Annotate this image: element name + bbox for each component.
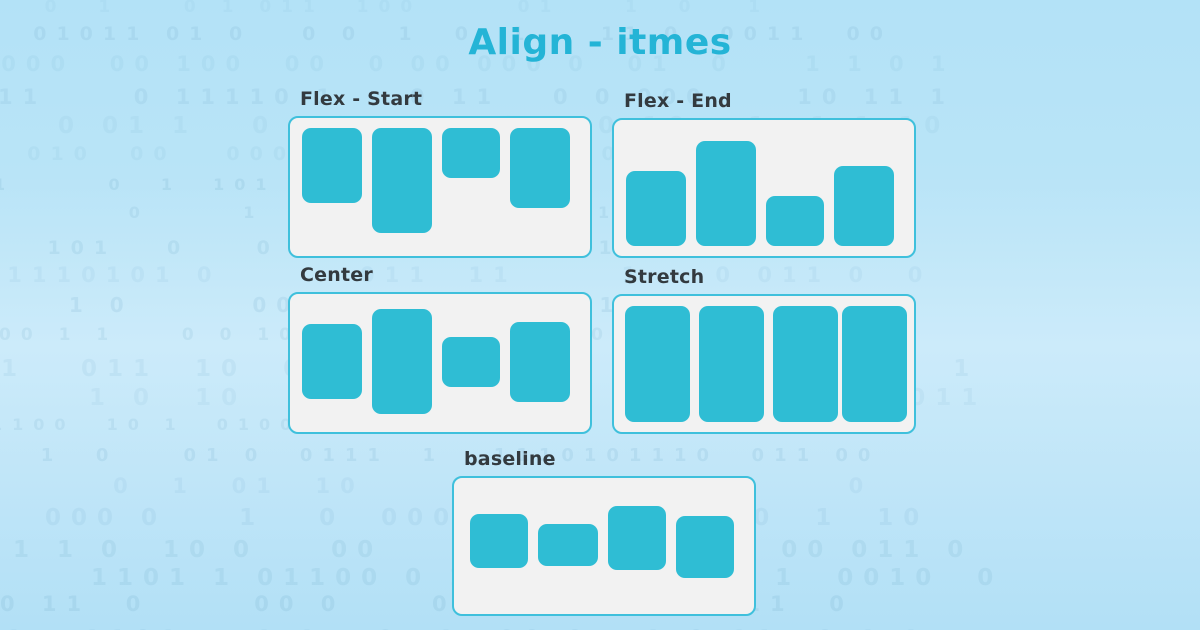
flex-item (302, 324, 362, 399)
panel-flex-end: Flex - End (612, 90, 916, 258)
flex-item (470, 514, 528, 568)
panel-center: Center (288, 264, 592, 434)
flex-item (676, 516, 734, 578)
page-title: Align - itmes (468, 22, 732, 63)
flex-item (842, 306, 907, 422)
flex-item (302, 128, 362, 203)
flex-item (699, 306, 764, 422)
panel-stretch: Stretch (612, 266, 916, 434)
panel-label-center: Center (300, 264, 373, 286)
panel-box-baseline (452, 476, 756, 616)
flex-item (626, 171, 686, 246)
panel-box-center (288, 292, 592, 434)
flex-item (538, 524, 598, 566)
panel-box-flex-start (288, 116, 592, 258)
flex-item (773, 306, 838, 422)
panel-label-flex-end: Flex - End (624, 90, 732, 112)
panel-label-flex-start: Flex - Start (300, 88, 423, 110)
flex-item (510, 322, 570, 402)
panel-flex-start: Flex - Start (288, 88, 592, 258)
flex-item (834, 166, 894, 246)
panel-label-baseline: baseline (464, 448, 556, 470)
panel-label-stretch: Stretch (624, 266, 705, 288)
panel-box-flex-end (612, 118, 916, 258)
flex-item (372, 309, 432, 414)
panel-baseline: baseline (452, 448, 756, 616)
flex-item (696, 141, 756, 246)
flex-item (442, 128, 500, 178)
flex-item (510, 128, 570, 208)
flex-item (766, 196, 824, 246)
flex-item (625, 306, 690, 422)
panel-box-stretch (612, 294, 916, 434)
flex-item (608, 506, 666, 570)
flex-item (372, 128, 432, 233)
flex-item (442, 337, 500, 387)
